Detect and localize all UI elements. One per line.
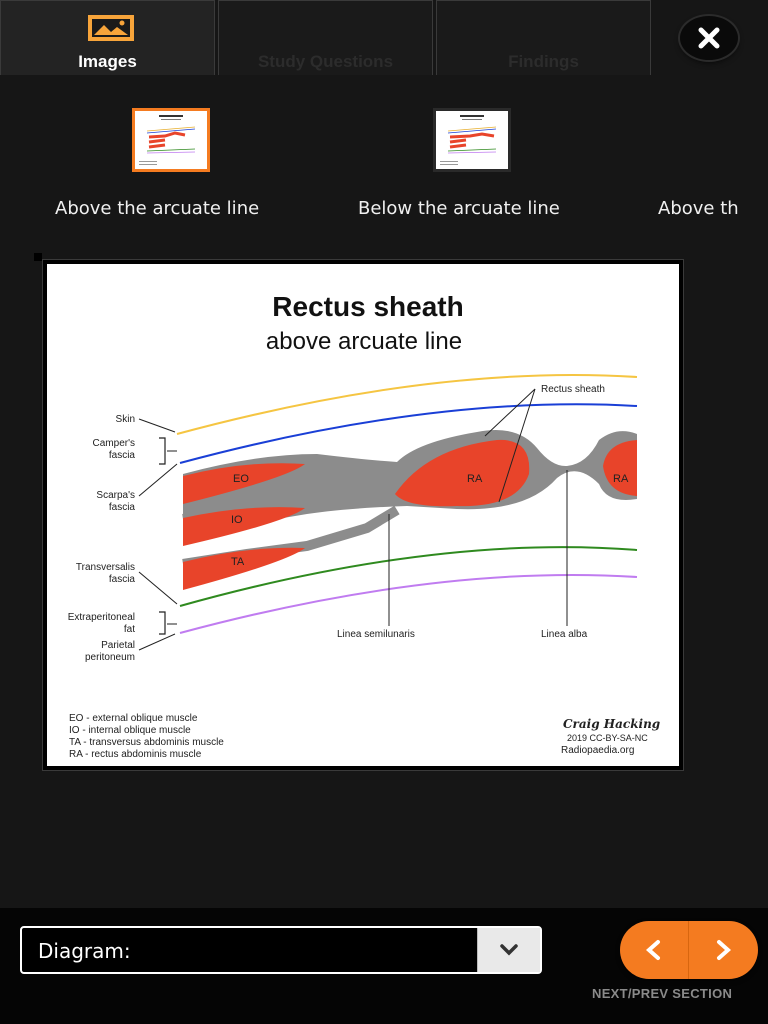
nav-caption: NEXT/PREV SECTION [592, 986, 733, 1001]
scarpas-label-1: Scarpa's [96, 490, 135, 501]
thumbnail-item[interactable]: Above th [642, 100, 768, 230]
linea-semilunaris-label: Linea semilunaris [337, 629, 415, 640]
section-select-value: Diagram: [38, 939, 131, 963]
thumbnail-image[interactable] [433, 108, 511, 172]
close-button[interactable] [680, 16, 738, 60]
eo-label: EO [233, 473, 249, 485]
thumbnail-label: Above the arcuate line [55, 198, 260, 219]
tab-study-questions[interactable]: Study Questions [218, 0, 433, 75]
transversalis-fascia-line [179, 546, 638, 607]
diagram-canvas: Rectus sheath above arcuate line EO IO T… [47, 264, 679, 766]
campers-label-1: Camper's [93, 438, 135, 449]
main-image-viewer[interactable]: Rectus sheath above arcuate line EO IO T… [42, 259, 684, 771]
license-text: 2019 CC-BY-SA-NC [567, 733, 648, 743]
section-select-toggle[interactable] [477, 928, 540, 972]
tab-findings[interactable]: Findings [436, 0, 651, 75]
prev-section-button[interactable] [620, 921, 688, 979]
tab-images[interactable]: Images [0, 0, 215, 75]
close-icon [698, 27, 720, 49]
diagram-title: Rectus sheath [272, 291, 463, 322]
linea-alba-label: Linea alba [541, 629, 588, 640]
scarpas-label-2: fascia [109, 502, 136, 513]
footer-bar: Diagram: NEXT/PREV SECTION [0, 908, 768, 1024]
thumbnail-item[interactable]: Above the arcuate line [40, 100, 330, 230]
tab-study-questions-label: Study Questions [257, 52, 394, 71]
thumbnail-image[interactable] [132, 108, 210, 172]
parietal-label-2: peritoneum [85, 652, 135, 663]
next-section-button[interactable] [689, 921, 757, 979]
chevron-left-icon [645, 940, 660, 960]
author-signature: Craig Hacking [563, 717, 660, 731]
transversus-abdominis-muscle [183, 547, 305, 590]
source-text: Radiopaedia.org [561, 745, 634, 756]
thumbnail-strip[interactable]: Above the arcuate line Below the arcuate… [0, 100, 768, 230]
ta-label: TA [231, 556, 245, 568]
skin-line [176, 373, 638, 435]
diagram-thumbnail-icon [139, 115, 196, 165]
ra-label-right: RA [613, 473, 629, 485]
section-select[interactable]: Diagram: [20, 926, 542, 974]
tab-images-label: Images [78, 52, 137, 71]
diagram-thumbnail-icon [440, 115, 497, 165]
extraperitoneal-label-2: fat [124, 624, 135, 635]
campers-fascia-line [179, 403, 638, 464]
skin-label: Skin [116, 414, 135, 425]
tab-bar: Images Study Questions Findings [0, 0, 660, 75]
image-icon [88, 15, 134, 45]
thumbnail-label: Below the arcuate line [358, 198, 560, 219]
rectus-sheath-diagram: Rectus sheath above arcuate line EO IO T… [68, 291, 660, 760]
chevron-down-icon [500, 944, 518, 956]
transversalis-label-1: Transversalis [76, 562, 135, 573]
chevron-right-icon [717, 940, 732, 960]
legend-ra: RA - rectus abdominis muscle [69, 749, 202, 760]
external-oblique-muscle [183, 463, 305, 504]
rectus-abdominis-muscle-left [395, 439, 530, 507]
parietal-peritoneum-line [179, 573, 638, 634]
rectus-sheath-label: Rectus sheath [541, 384, 605, 395]
io-label: IO [231, 514, 243, 526]
ra-label-left: RA [467, 473, 483, 485]
thumbnail-label: Above th [658, 198, 739, 219]
rectus-abdominis-muscle-right [603, 440, 637, 496]
legend-eo: EO - external oblique muscle [69, 713, 198, 724]
image-corner-marker [34, 253, 42, 261]
section-nav [620, 921, 758, 979]
thumbnail-item[interactable]: Below the arcuate line [341, 100, 631, 230]
legend-io: IO - internal oblique muscle [69, 725, 191, 736]
campers-label-2: fascia [109, 450, 136, 461]
tab-findings-label: Findings [508, 52, 579, 71]
parietal-label-1: Parietal [101, 640, 135, 651]
transversalis-label-2: fascia [109, 574, 136, 585]
diagram-subtitle: above arcuate line [266, 328, 462, 355]
legend-ta: TA - transversus abdominis muscle [69, 737, 224, 748]
extraperitoneal-label-1: Extraperitoneal [68, 612, 135, 623]
internal-oblique-muscle [183, 507, 305, 546]
